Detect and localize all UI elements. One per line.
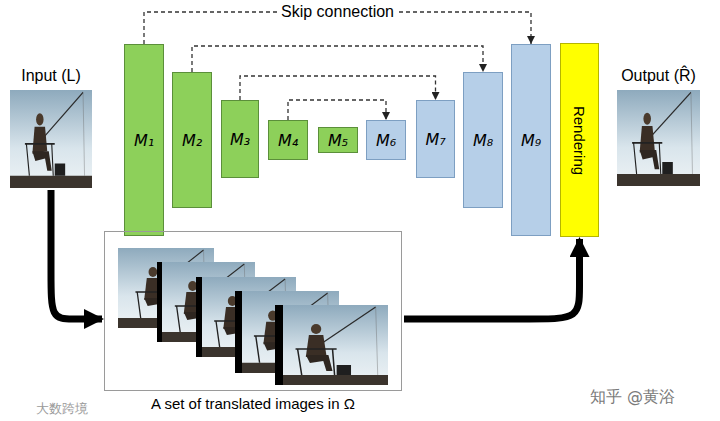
output-image: Output (R̂) [617, 90, 700, 186]
image-label: Input (L) [21, 67, 81, 85]
decoder-block: M₇ [416, 100, 455, 178]
encoder-block: M₂ [172, 72, 212, 208]
decoder-block: M₈ [463, 72, 503, 208]
rendering-block: Rendering [560, 43, 599, 237]
block-name: M₄ [278, 131, 298, 150]
watermark: 知乎 @黄浴 [590, 387, 675, 408]
block-name: M₅ [328, 131, 348, 150]
block-name: M₉ [521, 131, 541, 150]
bottleneck-block: M₅ [318, 127, 358, 153]
edge-label: Skip connection [277, 3, 398, 21]
image-set-panel: A set of translated images in Ω [104, 231, 402, 391]
skip-connection [192, 46, 483, 72]
skip-connection [240, 76, 436, 100]
watermark: 大数跨境 [36, 400, 88, 418]
image-label: Output (R̂) [621, 67, 696, 85]
block-name: M₇ [425, 130, 445, 149]
encoder-block: M₃ [221, 100, 259, 178]
block-name: M₂ [182, 131, 202, 150]
encoder-block: M₁ [124, 44, 164, 236]
flow-arrow [51, 190, 102, 319]
block-name: M₃ [230, 130, 250, 149]
decoder-block: M₆ [366, 120, 406, 160]
block-name: M₈ [473, 131, 493, 150]
decoder-block: M₉ [511, 44, 551, 236]
output-photo [617, 90, 700, 186]
block-name: M₁ [134, 131, 154, 150]
encoder-block: M₄ [268, 120, 308, 160]
skip-connection [288, 100, 386, 120]
block-name: Rendering [571, 105, 588, 174]
panel-caption: A set of translated images in Ω [151, 395, 355, 412]
translated-image-stack [118, 248, 388, 385]
input-image: Input (L) [10, 90, 92, 188]
input-photo [10, 90, 92, 188]
flow-arrow [404, 239, 580, 319]
block-name: M₆ [376, 131, 396, 150]
